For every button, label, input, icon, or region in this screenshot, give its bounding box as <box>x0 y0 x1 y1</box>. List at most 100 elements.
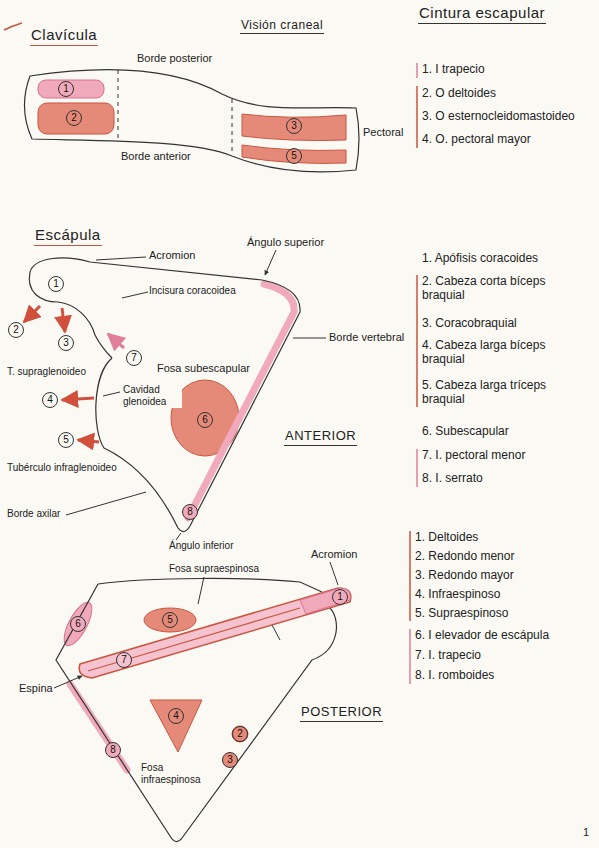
muscle-arrow <box>108 334 124 348</box>
callout-circle: 2 <box>66 110 82 126</box>
callout-number: 3 <box>291 121 297 131</box>
callout-circle: 2 <box>8 322 24 338</box>
muscle-arrow <box>62 398 94 400</box>
view-heading: ANTERIOR <box>284 428 357 446</box>
scapula-posterior-drawing <box>54 562 351 842</box>
part-label: Borde axilar <box>6 508 61 520</box>
muscle-list-item: 6. Subescapular <box>421 424 595 438</box>
origin-area <box>144 608 196 632</box>
origin-area <box>242 145 346 163</box>
page-number: 1 <box>582 826 590 839</box>
part-label: Acromion <box>310 548 358 561</box>
callout-circle: 3 <box>286 118 302 134</box>
muscle-arrow <box>24 306 40 322</box>
callout-circle: 1 <box>48 276 64 292</box>
muscle-list-item: 2. Redondo menor <box>414 549 515 563</box>
scapula-outline <box>56 584 336 842</box>
part-label: Borde vertebral <box>328 331 405 344</box>
spine-band <box>79 588 351 678</box>
callout-number: 5 <box>291 151 297 161</box>
part-label: Ángulo superior <box>246 236 325 249</box>
part-label: Fosa supraespinosa <box>168 563 260 575</box>
origin-area <box>232 726 248 742</box>
muscle-list-item: 2. O deltoides <box>421 86 497 100</box>
callout-number: 1 <box>337 592 343 602</box>
callout-number: 2 <box>13 325 19 335</box>
muscle-list-item: 6. I elevador de escápula <box>414 628 550 642</box>
muscle-list-item: 3. O esternocleidomastoideo <box>421 109 576 123</box>
view-heading: POSTERIOR <box>300 704 383 722</box>
part-label: Fosa subescapular <box>156 362 251 375</box>
clavicle-outline <box>24 70 359 172</box>
callout-circle: 8 <box>182 504 198 520</box>
callout-number: 4 <box>47 395 53 405</box>
callout-circle: 5 <box>58 432 74 448</box>
muscle-arrow <box>62 308 65 332</box>
callout-number: 1 <box>53 279 59 289</box>
scapula-outline <box>98 578 322 592</box>
muscle-list-item: 2. Cabeza corta bíceps braquial <box>421 274 573 303</box>
callout-number: 8 <box>187 507 193 517</box>
callout-number: 6 <box>75 619 81 629</box>
insertion-band <box>188 284 294 518</box>
callout-circle: 1 <box>332 589 348 605</box>
part-label: Borde posterior <box>136 52 213 65</box>
section-heading: Escápula <box>34 226 102 246</box>
part-label: Borde anterior <box>120 150 192 163</box>
insertion-area <box>59 599 97 650</box>
part-label: Tubérculo infraglenoideo <box>6 462 118 474</box>
muscle-list-item: 8. I. serrato <box>421 471 595 485</box>
callout-circle: 3 <box>222 752 238 768</box>
callout-circle: 4 <box>168 708 184 724</box>
leader-line <box>54 676 82 688</box>
part-label: Acromion <box>148 249 196 262</box>
callout-number: 4 <box>173 711 179 721</box>
callout-circle: 7 <box>116 652 132 668</box>
callout-circle: 6 <box>197 412 213 428</box>
dashed-divider <box>118 70 119 139</box>
origin-area <box>38 103 114 134</box>
origin-area <box>242 114 346 141</box>
callout-circle: 1 <box>58 81 74 97</box>
part-label: T. supraglenoideo <box>6 366 87 378</box>
callout-circle: 6 <box>70 616 86 632</box>
callout-circle: 7 <box>126 350 142 366</box>
callout-number: 1 <box>63 84 69 94</box>
insertion-area <box>300 588 350 614</box>
leader-line <box>330 562 338 585</box>
bracket <box>409 629 411 684</box>
coracoid-outline <box>29 272 112 358</box>
part-label: Fosa infraespinosa <box>140 762 216 786</box>
scapula-outline <box>96 280 300 532</box>
muscle-list-item: 1. Deltoides <box>414 530 479 544</box>
muscle-list-item: 3. Redondo mayor <box>414 568 515 582</box>
bracket <box>409 531 411 621</box>
callout-number: 6 <box>202 415 208 425</box>
muscle-list-item: 7. I. pectoral menor <box>421 448 595 462</box>
part-label: Espina <box>18 682 54 695</box>
insertion-area <box>38 80 104 98</box>
muscle-list-item: 5. Supraespinoso <box>414 606 509 620</box>
callout-circle: 8 <box>105 742 121 758</box>
callout-number: 5 <box>167 615 173 625</box>
part-label: Cavidad glenoidea <box>122 384 182 408</box>
callout-circle: 5 <box>162 612 178 628</box>
callout-number: 5 <box>63 435 69 445</box>
scapula-anterior-drawing <box>24 250 326 540</box>
muscle-arrow <box>78 440 99 442</box>
bracket <box>416 449 418 487</box>
view-heading: Visión craneal <box>240 18 324 34</box>
dashed-divider <box>232 99 233 155</box>
part-label: Pectoral <box>362 126 404 139</box>
acromion-outline <box>30 258 262 280</box>
callout-number: 3 <box>227 755 233 765</box>
muscle-list-item: 4. Infraespinoso <box>414 587 501 601</box>
callout-number: 3 <box>63 338 69 348</box>
callout-circle: 5 <box>286 148 302 164</box>
muscle-list-item: 1. I trapecio <box>421 62 486 76</box>
spine-tick <box>272 625 280 640</box>
muscle-list-item: 3. Coracobraquial <box>421 316 595 330</box>
leader-line <box>198 577 204 604</box>
callout-number: 7 <box>131 353 137 363</box>
